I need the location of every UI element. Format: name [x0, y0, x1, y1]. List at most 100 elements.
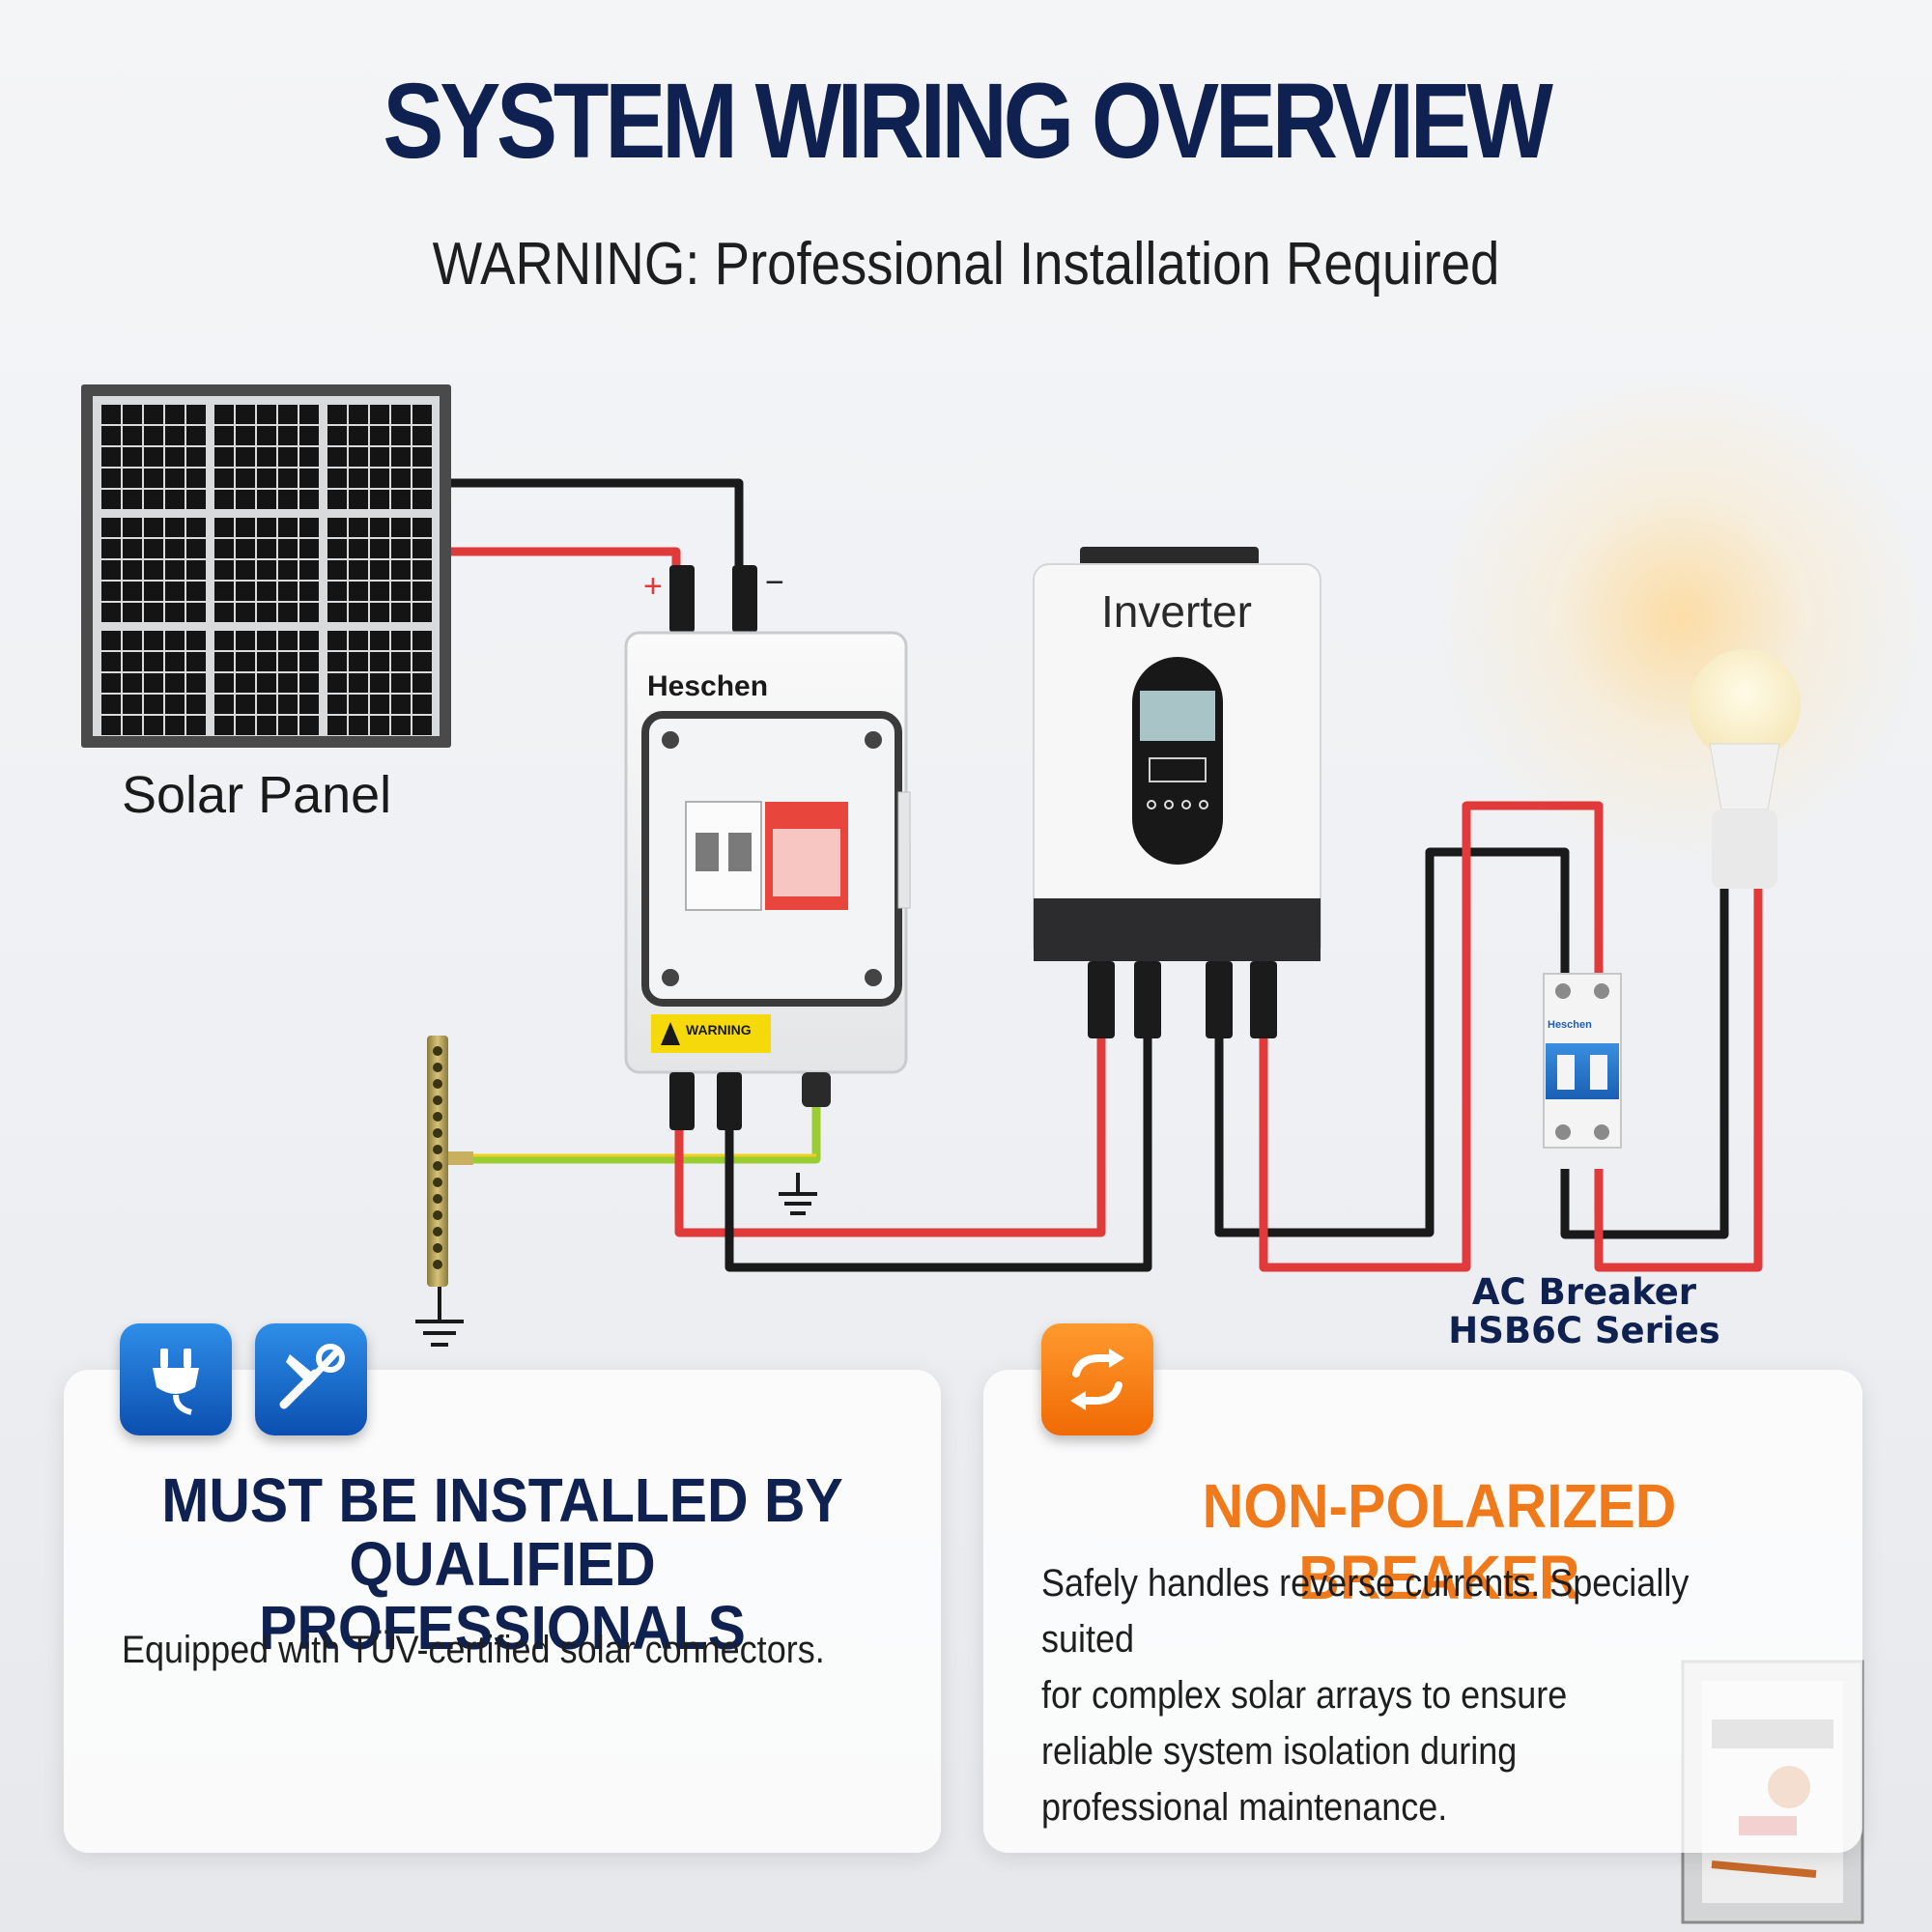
solar-cell — [101, 582, 121, 601]
solar-cell — [165, 469, 185, 488]
solar-cell — [370, 490, 389, 509]
solar-cell — [236, 582, 255, 601]
solar-cell — [257, 426, 276, 445]
solar-cell — [349, 469, 368, 488]
solar-cell — [123, 539, 142, 558]
busbar-hole — [433, 1046, 442, 1056]
solar-cell — [144, 469, 163, 488]
solar-cell — [391, 695, 411, 714]
solar-cell — [214, 582, 234, 601]
solar-cell — [257, 631, 276, 650]
solar-cell — [236, 469, 255, 488]
solar-cell — [327, 652, 347, 671]
solar-cell — [412, 631, 432, 650]
card-left-heading-line1: MUST BE INSTALLED BY — [161, 1465, 843, 1535]
busbar-hole — [433, 1128, 442, 1138]
solar-cell — [186, 469, 206, 488]
solar-cell — [370, 518, 389, 537]
solar-cell — [165, 490, 185, 509]
solar-cell — [123, 631, 142, 650]
solar-cell — [299, 716, 319, 735]
solar-cell — [144, 582, 163, 601]
solar-cell — [278, 405, 298, 424]
solar-cell — [123, 405, 142, 424]
solar-cell — [278, 695, 298, 714]
solar-cell — [186, 447, 206, 467]
solar-cell — [165, 560, 185, 580]
solar-cell — [101, 603, 121, 622]
busbar-hole — [433, 1145, 442, 1154]
solar-cell — [236, 560, 255, 580]
solar-cell — [214, 603, 234, 622]
wire-ground — [469, 1101, 821, 1164]
solar-cell — [214, 539, 234, 558]
solar-cell — [349, 560, 368, 580]
ground-symbol-box — [779, 1173, 817, 1215]
solar-cell — [165, 631, 185, 650]
solar-cell — [236, 426, 255, 445]
solar-cell — [236, 631, 255, 650]
solar-cell — [257, 405, 276, 424]
solar-cell — [391, 716, 411, 735]
solar-cell — [186, 673, 206, 693]
lamp — [1689, 649, 1801, 889]
solar-cell — [299, 603, 319, 622]
solar-cell — [186, 716, 206, 735]
solar-cell — [101, 539, 121, 558]
solar-cell — [123, 447, 142, 467]
solar-cell — [165, 539, 185, 558]
card-right-body-line: for complex solar arrays to ensure — [1041, 1674, 1568, 1717]
solar-cell — [165, 695, 185, 714]
solar-cell — [278, 652, 298, 671]
solar-cell — [349, 447, 368, 467]
solar-cell — [214, 490, 234, 509]
card-right-body-line: professional maintenance. — [1041, 1786, 1448, 1829]
solar-cell — [370, 426, 389, 445]
solar-cell — [391, 673, 411, 693]
wires — [449, 478, 1763, 1272]
busbar-hole — [433, 1178, 442, 1187]
solar-cell — [144, 652, 163, 671]
solar-cell — [278, 490, 298, 509]
solar-cell — [278, 447, 298, 467]
solar-cell — [144, 695, 163, 714]
solar-cell — [349, 631, 368, 650]
solar-cell — [123, 426, 142, 445]
solar-cell — [327, 716, 347, 735]
solar-cell — [236, 673, 255, 693]
solar-cell — [327, 560, 347, 580]
solar-cell — [349, 539, 368, 558]
solar-cell — [349, 695, 368, 714]
solar-cell — [257, 716, 276, 735]
solar-cell — [412, 673, 432, 693]
solar-cell — [165, 582, 185, 601]
solar-cell — [349, 405, 368, 424]
solar-cell — [236, 695, 255, 714]
plug-icon — [120, 1323, 232, 1435]
solar-cell — [299, 518, 319, 537]
solar-cell — [412, 426, 432, 445]
solar-cell — [370, 695, 389, 714]
solar-cell — [349, 652, 368, 671]
solar-cell — [278, 469, 298, 488]
solar-cell — [299, 631, 319, 650]
solar-panel — [81, 384, 451, 748]
solar-cell — [101, 426, 121, 445]
solar-cell — [186, 426, 206, 445]
solar-cell — [327, 673, 347, 693]
solar-cell — [123, 716, 142, 735]
solar-cell — [412, 518, 432, 537]
solar-cell — [370, 716, 389, 735]
solar-cell — [349, 426, 368, 445]
solar-cell — [236, 539, 255, 558]
combiner-box: + − Heschen WARNING — [624, 564, 911, 1215]
solar-cell — [299, 695, 319, 714]
ac-breaker-label: AC Breaker HSB6C Series — [1430, 1273, 1739, 1350]
solar-cell — [299, 560, 319, 580]
solar-cell — [144, 426, 163, 445]
busbar-hole — [433, 1095, 442, 1105]
solar-cell — [257, 603, 276, 622]
solar-cell — [412, 490, 432, 509]
solar-cell — [349, 603, 368, 622]
ground-busbar — [415, 1036, 473, 1347]
